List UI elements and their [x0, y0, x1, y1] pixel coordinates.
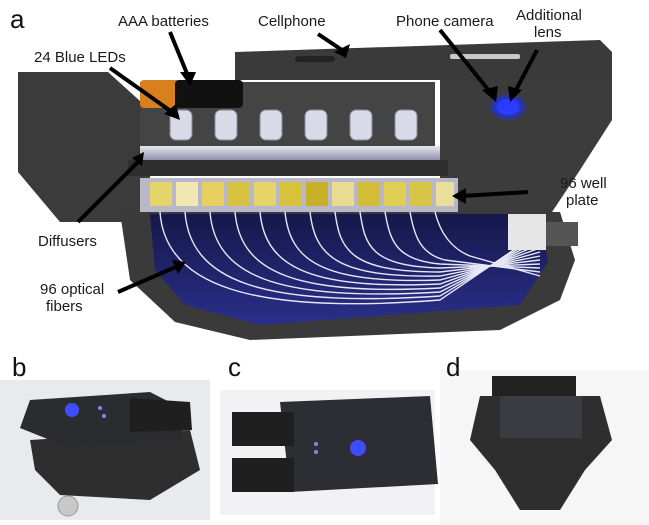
well [228, 182, 250, 206]
fiber-output-block [508, 214, 546, 250]
label-blue-leds: 24 Blue LEDs [34, 49, 126, 66]
label-cellphone: Cellphone [258, 13, 326, 30]
photo-c-clip-top [232, 412, 294, 446]
photo-d-screen [500, 396, 582, 438]
cellphone-lid [235, 40, 612, 80]
fiber [359, 211, 541, 269]
cellphone-slot [295, 56, 335, 62]
leds-arrow [108, 66, 174, 114]
fiber-output-cap [546, 222, 578, 246]
label-aaa-batteries: AAA batteries [118, 13, 209, 30]
photo-b-dot [102, 414, 106, 418]
cellphone-arrow [316, 32, 344, 52]
label-optical-fibers-line2: fibers [46, 298, 83, 315]
panel-label-b: b [12, 352, 27, 382]
fiber [434, 211, 541, 277]
fibers-arrow [117, 264, 179, 294]
fiber [159, 211, 541, 305]
photo-d [440, 370, 649, 525]
label-diffusers: Diffusers [38, 233, 97, 250]
label-additional-lens-line2: lens [534, 24, 562, 41]
plate-arrowhead [452, 188, 466, 204]
led-row [169, 109, 418, 141]
label-optical-fibers-line1: 96 optical [40, 281, 105, 298]
well [280, 182, 302, 206]
photo-b-lid [130, 398, 192, 432]
fiber [234, 211, 541, 291]
photo-b-glow [65, 403, 79, 417]
diffuser-plate [140, 146, 440, 160]
batteries-arrow [168, 31, 190, 77]
well [176, 182, 198, 206]
fiber [409, 211, 541, 273]
well [332, 182, 354, 206]
fiber [309, 211, 541, 277]
batteries-arrowhead [180, 72, 196, 86]
cellphone-arrowhead [334, 44, 350, 58]
lens-arrow [514, 49, 539, 91]
well [306, 182, 328, 206]
fiber [209, 211, 541, 295]
lens-arrowhead [508, 86, 522, 102]
diffusers-arrow [76, 158, 142, 224]
well [150, 182, 172, 206]
photo-b [0, 380, 210, 520]
photo-c [220, 390, 438, 515]
fibers-arrowhead [172, 260, 186, 274]
label-additional-lens-line1: Additional [516, 7, 582, 24]
photo-c-dot [314, 450, 318, 454]
panel-label-d: d [446, 352, 461, 382]
led [349, 109, 373, 141]
well [202, 182, 224, 206]
photo-c-glow [350, 440, 366, 456]
photo-c-clip-bottom [232, 458, 294, 492]
photo-c-dot [314, 442, 318, 446]
led [214, 109, 238, 141]
label-well-plate-line1: 96 well [560, 175, 607, 192]
battery-orange [140, 80, 180, 108]
photo-b-dot [98, 406, 102, 410]
leader-arrows [76, 28, 539, 294]
photo-b-coin [57, 495, 79, 517]
photo-d-top-clip [492, 376, 576, 396]
left-housing [18, 72, 150, 222]
panel-label-c: c [228, 352, 241, 382]
diffusers-arrowhead [132, 152, 144, 166]
well [436, 182, 454, 206]
led [259, 109, 283, 141]
label-well-plate-line2: plate [566, 192, 599, 209]
optical-fibers [159, 211, 541, 305]
led [304, 109, 328, 141]
well [410, 182, 432, 206]
fiber-bowl-interior [150, 214, 548, 325]
led [394, 109, 418, 141]
fiber [259, 211, 541, 286]
plate-arrow [461, 190, 529, 198]
label-phone-camera: Phone camera [396, 13, 494, 30]
well [384, 182, 406, 206]
diffuser-underside [128, 160, 448, 176]
fiber [284, 211, 541, 282]
cellphone-slot-light [450, 54, 520, 59]
panel-label-a: a [10, 4, 25, 34]
fiber [384, 211, 541, 269]
battery-black [175, 80, 243, 108]
fiber [334, 211, 541, 273]
leds-arrowhead [164, 104, 180, 120]
well [358, 182, 380, 206]
device-cross-section [18, 40, 612, 340]
camera-arrow [438, 28, 492, 94]
camera-arrowhead [482, 86, 498, 102]
additional-lens [498, 99, 518, 113]
right-column [440, 80, 612, 230]
wells [150, 182, 454, 206]
well [254, 182, 276, 206]
fiber [184, 211, 541, 300]
